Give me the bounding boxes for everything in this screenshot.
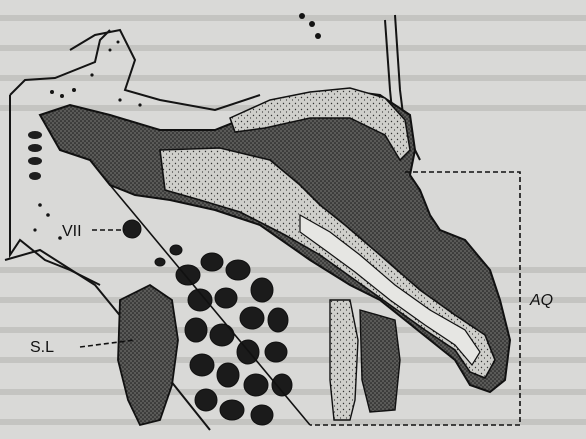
lower-left-structure <box>118 285 178 425</box>
label-sl: S.L <box>30 339 54 356</box>
label-aq: AQ <box>529 292 553 309</box>
left-ellipses <box>28 131 42 180</box>
nerve-vii-structure <box>123 220 141 238</box>
right-dark-strip <box>360 310 400 412</box>
right-vertical-strip <box>330 300 358 420</box>
label-vii: VII <box>62 223 82 240</box>
